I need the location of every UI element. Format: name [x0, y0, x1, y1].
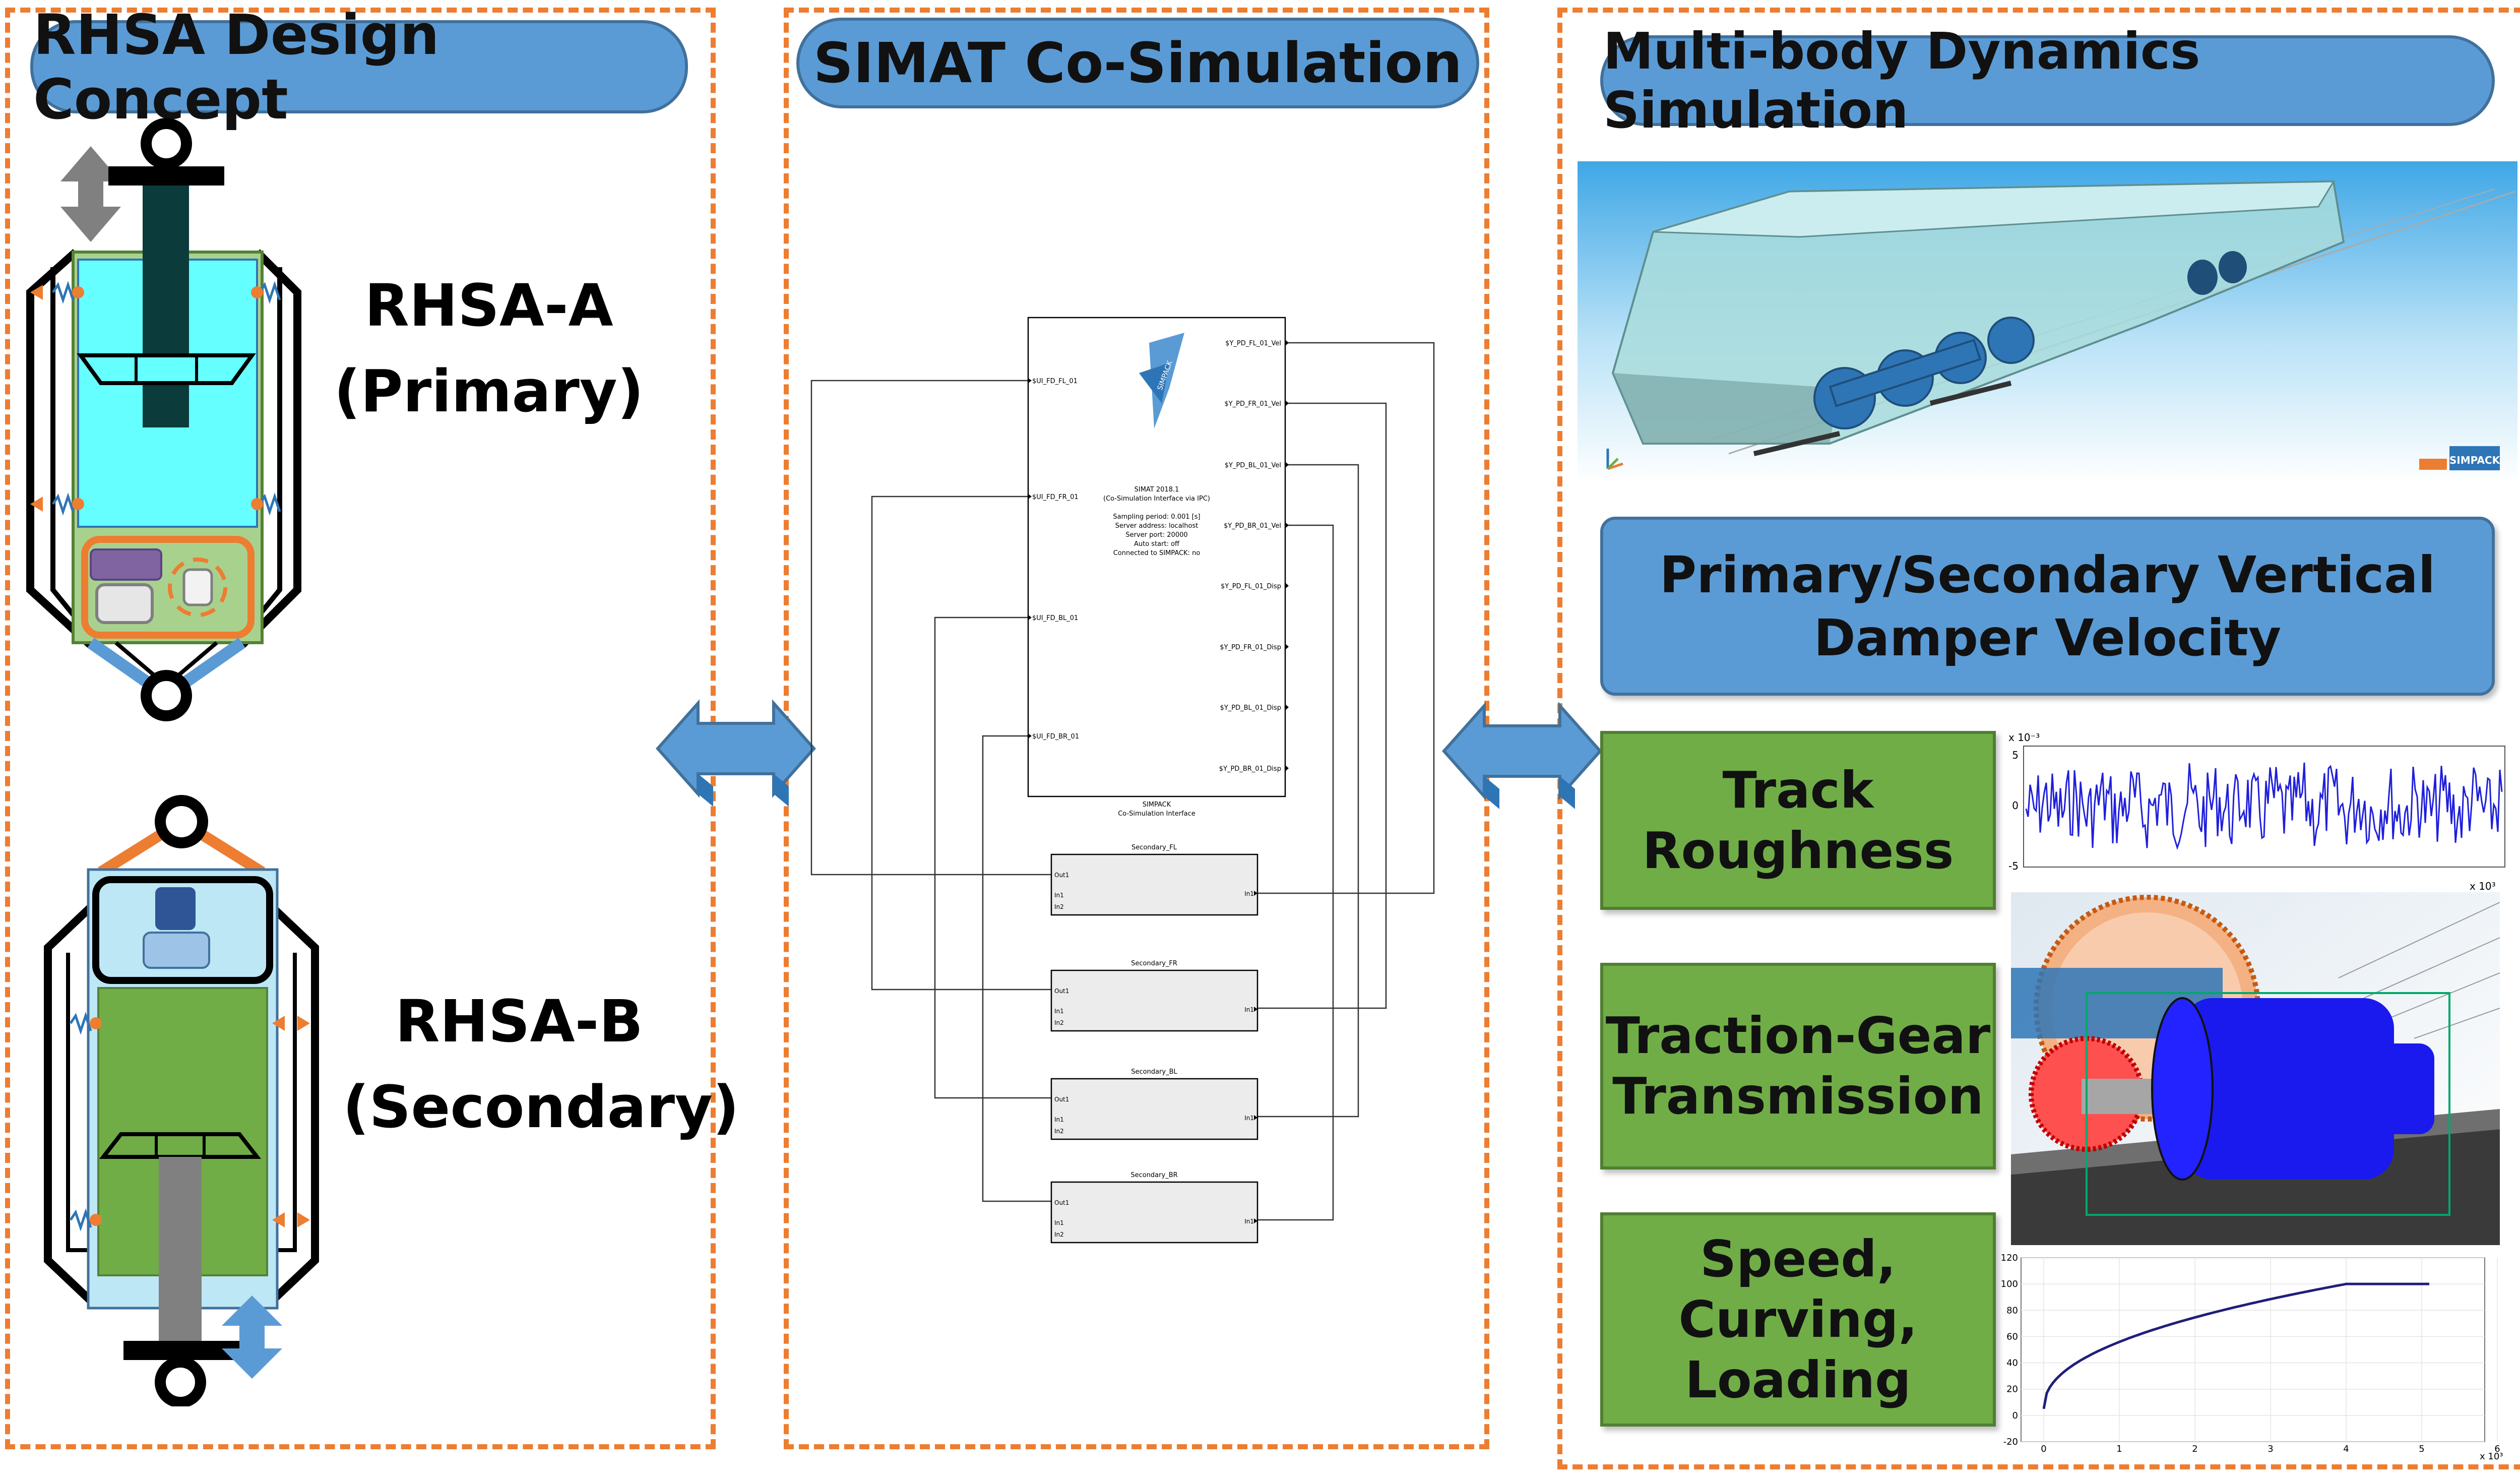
speed-ytick: 0 [2012, 1410, 2018, 1421]
rough-ytick-top: 5 [2012, 749, 2019, 761]
subsystem-in2-port: In2 [1054, 1019, 1064, 1026]
speed-xtick: 5 [2419, 1444, 2424, 1454]
subsystem-right-port: In1 [1244, 1218, 1254, 1225]
track-roughness-plot: x 10⁻³ 5 0 -5 x 10³ [2008, 731, 2505, 892]
speed-exp-bottom: x 10³ [2480, 1451, 2503, 1462]
subsystem-in1-port: In1 [1054, 892, 1064, 899]
simat-output-port: $Y_PD_FR_01_Vel [1224, 400, 1281, 408]
speed-xtick: 3 [2267, 1444, 2273, 1454]
right-panel-title: Multi-body Dynamics Simulation [1600, 22, 2495, 140]
subsystem-right-port: In1 [1244, 1115, 1254, 1122]
traction-gear-render [2011, 892, 2500, 1245]
simat-output-port: $Y_PD_BR_01_Vel [1224, 522, 1281, 530]
simat-output-port: $Y_PD_FL_01_Vel [1225, 340, 1281, 347]
speed-xtick: 2 [2192, 1444, 2197, 1454]
speed-xtick: 6 [2494, 1444, 2500, 1454]
rough-ytick-bottom: -5 [2008, 860, 2019, 872]
grey-double-arrow-icon [60, 146, 121, 242]
speed-xtick: 0 [2041, 1444, 2046, 1454]
speed-ytick: 60 [2006, 1331, 2018, 1342]
rough-exp-bottom: x 10³ [2470, 880, 2496, 892]
rhsa-b-name: RHSA-B [395, 988, 643, 1056]
subsystem-title: Secondary_BR [1130, 1171, 1177, 1179]
simat-input-port: $UI_FD_BR_01 [1032, 733, 1079, 741]
subsystem-in1-port: In1 [1054, 1008, 1064, 1015]
simpack-logo-icon [1139, 333, 1184, 428]
speed-ytick: -20 [2003, 1437, 2018, 1447]
middle-panel-title: SIMAT Co-Simulation [796, 18, 1479, 108]
speed-ytick: 20 [2006, 1384, 2018, 1395]
speed-ytick: 40 [2006, 1358, 2018, 1369]
speed-curve-plot: 120 100 80 60 40 20 0 -20 0 1 2 3 4 5 6 x 10³ [2001, 1253, 2503, 1462]
subsystem-in1-port: In1 [1054, 1116, 1064, 1123]
simat-input-port: $UI_FD_BL_01 [1032, 614, 1078, 622]
speed-xtick: 4 [2343, 1444, 2349, 1454]
blue-double-arrow-icon [222, 1296, 282, 1379]
simat-output-port: $Y_PD_BL_01_Disp [1220, 704, 1281, 712]
simat-input-port: $UI_FD_FR_01 [1032, 494, 1079, 501]
simat-input-port: $UI_FD_FL_01 [1032, 378, 1078, 385]
simulink-diagram: SIMPACK SIMAT 2018.1(Co-Simulation Inter… [810, 317, 1435, 1244]
subsystem-out-port: Out1 [1054, 988, 1069, 995]
speed-curving-loading-box: Speed, Curving, Loading [1600, 1212, 1996, 1427]
subsystem-out-port: Out1 [1054, 1199, 1069, 1206]
subsystem-in2-port: In2 [1054, 903, 1064, 910]
subsystem-in2-port: In2 [1054, 1231, 1064, 1238]
rhsa-a-diagram [26, 118, 301, 721]
right-double-arrow-icon [1441, 702, 1603, 809]
speed-ytick: 100 [2001, 1279, 2018, 1289]
subsystem-right-port: In1 [1244, 890, 1254, 897]
simat-info: SIMAT 2018.1(Co-Simulation Interface via… [1103, 486, 1210, 557]
simat-output-port: $Y_PD_BR_01_Disp [1219, 765, 1281, 773]
simat-output-port: $Y_PD_FR_01_Disp [1220, 644, 1281, 651]
speed-xtick: 1 [2116, 1444, 2122, 1454]
damper-velocity-box: Primary/Secondary Vertical Damper Veloci… [1600, 517, 2495, 696]
subsystem-out-port: Out1 [1054, 872, 1069, 879]
rough-exp-top: x 10⁻³ [2008, 731, 2040, 744]
rhsa-a-name: RHSA-A [364, 272, 613, 340]
train-render-logo: SIMPACK [2449, 454, 2501, 466]
rough-ytick-mid: 0 [2012, 799, 2019, 812]
rhsa-b-diagram [44, 795, 319, 1406]
traction-gear-box: Traction-Gear Transmission [1600, 963, 1996, 1169]
subsystem-title: Secondary_FL [1131, 844, 1177, 851]
left-panel-title: RHSA Design Concept [30, 3, 688, 132]
simat-output-port: $Y_PD_FL_01_Disp [1221, 583, 1281, 590]
train-3d-render: SIMPACK [1578, 161, 2517, 484]
simat-output-port: $Y_PD_BL_01_Vel [1225, 462, 1281, 469]
subsystem-title: Secondary_BL [1131, 1068, 1177, 1076]
subsystem-title: Secondary_FR [1131, 960, 1177, 967]
rhsa-a-type: (Primary) [334, 358, 644, 425]
left-double-arrow-icon [655, 699, 816, 807]
subsystem-right-port: In1 [1244, 1006, 1254, 1013]
speed-ytick: 80 [2006, 1305, 2018, 1316]
rhsa-b-type: (Secondary) [343, 1074, 739, 1141]
speed-ytick: 120 [2001, 1253, 2018, 1263]
track-roughness-box: Track Roughness [1600, 731, 1996, 910]
subsystem-in1-port: In1 [1054, 1219, 1064, 1226]
subsystem-out-port: Out1 [1054, 1096, 1069, 1103]
subsystem-in2-port: In2 [1054, 1128, 1064, 1135]
